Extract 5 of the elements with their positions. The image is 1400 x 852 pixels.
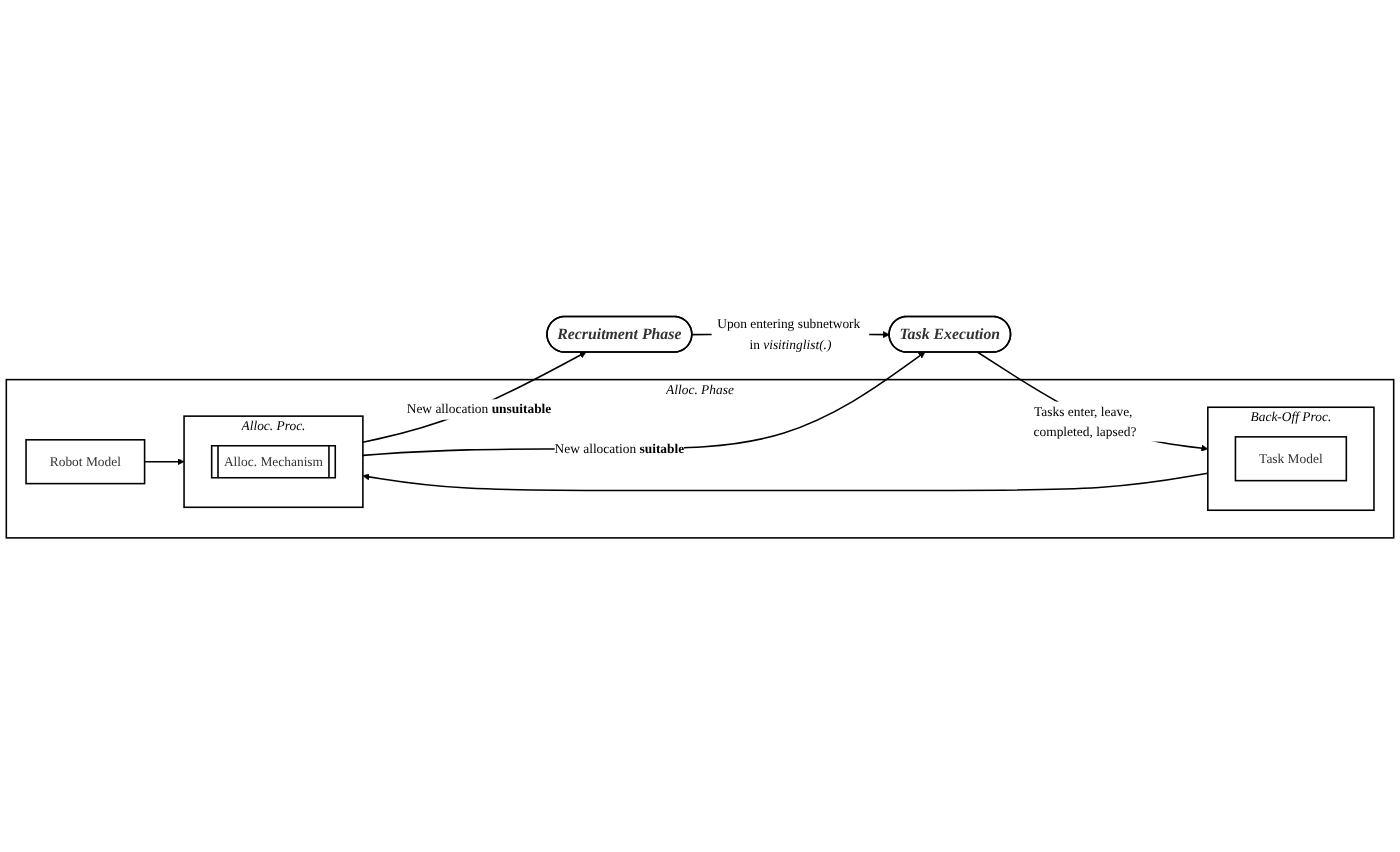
arrow — [362, 351, 587, 443]
arrow — [362, 351, 926, 457]
arrow — [362, 472, 1209, 492]
arrow — [143, 458, 185, 466]
arrow — [976, 351, 1209, 452]
